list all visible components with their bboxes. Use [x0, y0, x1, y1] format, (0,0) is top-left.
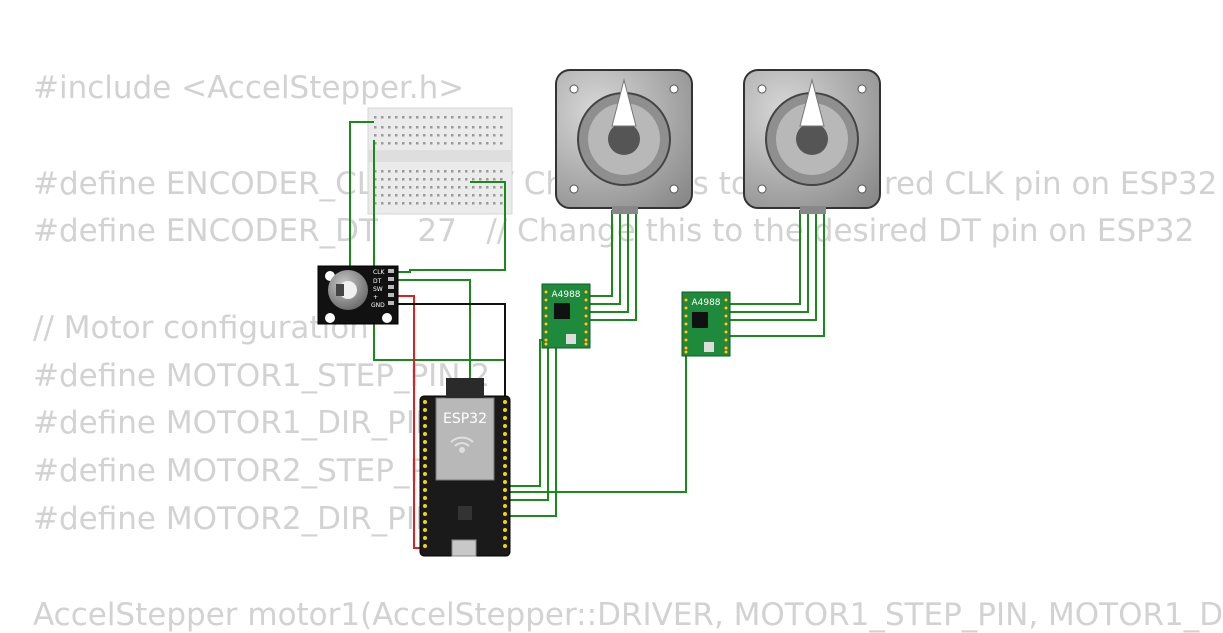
code-line-9: #define MOTOR2_STEP_P [33, 453, 429, 489]
esp32-devkit[interactable]: ESP32 [419, 378, 511, 557]
wire-d1-m1-d [590, 210, 637, 321]
wire-esp-driver2-step [500, 335, 687, 493]
wire-encoder-gnd [392, 303, 506, 398]
shaft-pointer-icon [799, 78, 825, 127]
wire-breadboard-gnd-top [349, 121, 374, 270]
stepper-motor-2[interactable] [743, 69, 881, 214]
code-line-8: #define MOTOR1_DIR_PIN [33, 405, 439, 441]
breadboard[interactable] [367, 107, 513, 215]
esp32-label: ESP32 [443, 411, 487, 427]
code-line-10: #define MOTOR2_DIR_PIN [33, 501, 439, 537]
esp32-pins-right [503, 400, 507, 548]
esp32-pins-left [423, 400, 427, 548]
wire-d1-m1-b [590, 210, 621, 305]
breadboard-holes [374, 116, 503, 205]
code-line-7: #define MOTOR1_STEP_PIN 2 [33, 358, 491, 394]
wire-d2-m2-d [730, 210, 825, 337]
wire-d2-m2-c [730, 210, 817, 321]
encoder-pin-gnd: GND [371, 302, 385, 309]
encoder-pin-clk: CLK [373, 269, 386, 276]
driver1-label: A4988 [551, 290, 580, 300]
code-line-1: #include <AccelStepper.h> [33, 70, 465, 106]
circuit-diagram: CLK DT SW + GND A4988 [317, 69, 881, 557]
code-line-4: #define ENCODER_DT 27 // Change this to … [33, 213, 1195, 249]
encoder-pin-dt: DT [373, 278, 382, 285]
a4988-driver-1[interactable]: A4988 [541, 283, 591, 349]
usb-port-icon [451, 539, 477, 557]
wifi-logo-icon [450, 436, 474, 453]
shaft-pointer-icon [611, 78, 637, 127]
wire-d1-m1-a [590, 210, 613, 297]
wire-encoder-plus [392, 295, 420, 549]
driver2-label: A4988 [691, 298, 720, 308]
wire-d2-m2-a [730, 210, 801, 305]
encoder-pin-plus: + [373, 294, 378, 301]
a4988-driver-2[interactable]: A4988 [681, 291, 731, 357]
wire-encoder-clk [392, 181, 506, 273]
stepper-motor-1[interactable] [555, 69, 693, 214]
code-background: #include <AccelStepper.h> #define ENCODE… [33, 70, 1223, 632]
wire-d2-m2-b [730, 210, 809, 313]
code-line-12: AccelStepper motor1(AccelStepper::DRIVER… [33, 597, 1223, 633]
wire-d1-m1-c [590, 210, 629, 313]
rotary-encoder[interactable]: CLK DT SW + GND [317, 265, 399, 325]
encoder-pin-sw: SW [373, 286, 383, 293]
